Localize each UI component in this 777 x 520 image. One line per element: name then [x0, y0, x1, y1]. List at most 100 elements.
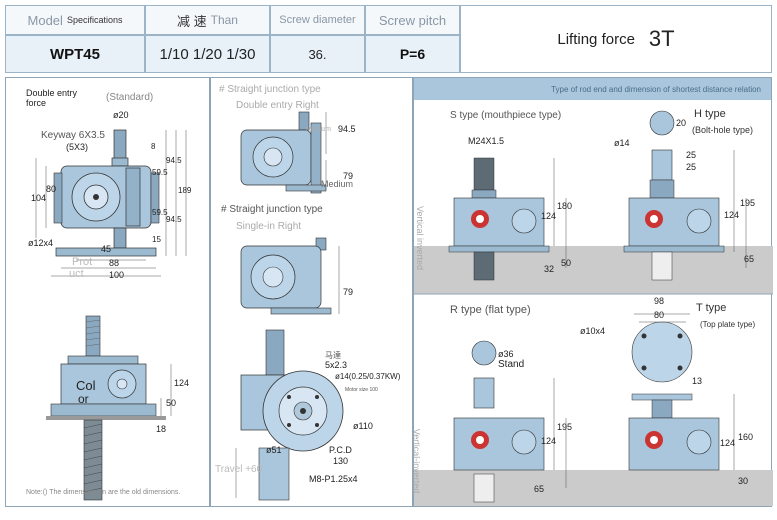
mid-motor-dim: 5x2.3	[325, 360, 348, 370]
h-dim-25a: 25	[686, 150, 697, 160]
mid-motor-power: ø14(0.25/0.37KW)	[335, 372, 401, 381]
h-phi14: ø14	[614, 138, 630, 148]
t-dim-13: 13	[692, 376, 703, 386]
mid-single-right: Single-in Right	[236, 221, 302, 232]
right-panel: Type of rod end and dimension of shortes…	[411, 77, 773, 507]
screw-pitch-label: Screw pitch	[378, 12, 447, 28]
ratio-value: 1/10 1/20 1/30	[159, 45, 256, 63]
header-screw-diam-label-cell: Screw diameter	[270, 5, 365, 35]
lifting-label: Lifting force	[557, 30, 635, 48]
s-type-label: S type (mouthpiece type)	[450, 110, 562, 121]
r-stand: Stand	[498, 359, 525, 370]
left-uct: uct	[69, 268, 84, 280]
left-keyway: Keyway 6X3.5	[41, 130, 105, 141]
header-ratio-label-cell: 减 速 Than	[145, 5, 270, 35]
left-col: Col	[76, 378, 96, 393]
mid-medium: Medium	[306, 126, 331, 133]
lifting-value: 3T	[648, 26, 675, 51]
header-model-label-cell: Model Specifications	[5, 5, 145, 35]
screw-diam-label: Screw diameter	[279, 14, 356, 26]
left-dim-595a: 59.5	[152, 168, 168, 177]
r-type-label: R type (flat type)	[450, 304, 531, 316]
mid-dim-79a: 79	[343, 171, 354, 181]
s-dim-32: 32	[544, 264, 555, 274]
mid-dim-945: 94.5	[338, 124, 356, 134]
mid-drawing	[235, 111, 344, 501]
left-prot: Prot	[72, 256, 93, 268]
h-dim-25b: 25	[686, 162, 697, 172]
header-screw-pitch-value-cell: P=6	[365, 35, 460, 73]
left-panel: Double entry force (Standard) Keyway 6X3…	[5, 77, 210, 507]
mid-straight1: # Straight junction type	[219, 84, 321, 95]
mid-phi51: ø51	[266, 445, 282, 455]
header-screw-diam-value-cell: 36.	[270, 35, 365, 73]
left-dim-80: 80	[46, 184, 57, 194]
t-dim-98: 98	[654, 296, 665, 306]
h-dim-124: 124	[724, 210, 740, 220]
left-dim-45: 45	[101, 244, 112, 254]
mid-motor-note: Motor size 100	[345, 387, 378, 393]
left-dim-50: 50	[166, 398, 177, 408]
t-phi10x4: ø10x4	[580, 326, 606, 336]
header-lifting-cell: Lifting force 3T	[460, 5, 772, 73]
left-phi20: ø20	[113, 110, 129, 120]
mid-m8: M8-P1.25x4	[309, 474, 358, 484]
left-standard: (Standard)	[106, 92, 154, 103]
ratio-label-cn: 减 速	[177, 13, 207, 29]
right-title: Type of rod end and dimension of shortes…	[551, 84, 761, 94]
t-dim-160: 160	[738, 432, 754, 442]
s-dim-50: 50	[561, 258, 572, 268]
r-phi36: ø36	[498, 349, 514, 359]
mid-straight2: # Straight junction type	[221, 204, 323, 215]
mid-panel: # Straight junction type Double entry Ri…	[210, 77, 413, 507]
mid-motor-cn: 马達	[325, 351, 341, 360]
model-value: WPT45	[49, 45, 100, 63]
spec-label: Specifications	[66, 15, 123, 25]
s-dim-124: 124	[541, 211, 557, 221]
header-ratio-value-cell: 1/10 1/20 1/30	[145, 35, 270, 73]
left-keyway-sub: (5X3)	[66, 142, 89, 152]
h-dim-65: 65	[744, 254, 755, 264]
left-dim-595b: 59.5	[152, 208, 168, 217]
mid-medium2: Medium	[321, 179, 354, 189]
left-dim-945b: 94.5	[166, 215, 182, 224]
ratio-label: Than	[210, 13, 238, 27]
left-note: Note:() The dimensions in are the old di…	[26, 489, 181, 496]
left-or: or	[78, 392, 89, 406]
h-dim-20: 20	[676, 118, 687, 128]
left-dim-8: 8	[151, 142, 156, 151]
mid-double-right: Double entry Right	[236, 100, 319, 111]
s-dim-180: 180	[557, 201, 573, 211]
left-dim-100: 100	[109, 270, 125, 280]
r-dim-65: 65	[534, 484, 545, 494]
mid-dim-79b: 79	[343, 287, 354, 297]
vertical-1: Vertical inverted	[415, 205, 426, 271]
mid-phi110: ø110	[353, 421, 373, 431]
model-label: Model	[27, 12, 63, 28]
right-drawing	[414, 110, 773, 506]
t-dim-124: 124	[720, 438, 736, 448]
mid-pcd: P.C.D	[329, 445, 352, 455]
left-dim-945a: 94.5	[166, 156, 182, 165]
mid-pcd-val: 130	[333, 456, 349, 466]
left-dim-124: 124	[174, 378, 190, 388]
left-drawing	[35, 129, 187, 501]
left-dim-189: 189	[178, 186, 192, 195]
t-dim-30: 30	[738, 476, 749, 486]
left-phi12x4: ø12x4	[28, 238, 54, 248]
right-title-bar: Type of rod end and dimension of shortes…	[414, 78, 771, 100]
t-type-label: T type	[696, 302, 727, 314]
r-dim-124: 124	[541, 436, 557, 446]
left-dim-104: 104	[31, 193, 47, 203]
screw-pitch-value: P=6	[399, 46, 426, 62]
header-screw-pitch-label-cell: Screw pitch	[365, 5, 460, 35]
r-dim-195: 195	[557, 422, 573, 432]
vertical-2: Vertical-inverted	[411, 428, 422, 494]
t-type-sub: (Top plate type)	[700, 320, 756, 329]
header-model-value-cell: WPT45	[5, 35, 145, 73]
left-dim-88: 88	[109, 258, 120, 268]
left-double-entry: Double entry force	[26, 88, 78, 108]
left-dim-15: 15	[152, 235, 161, 244]
t-dim-80: 80	[654, 310, 665, 320]
mid-travel: Travel +60	[215, 464, 263, 475]
